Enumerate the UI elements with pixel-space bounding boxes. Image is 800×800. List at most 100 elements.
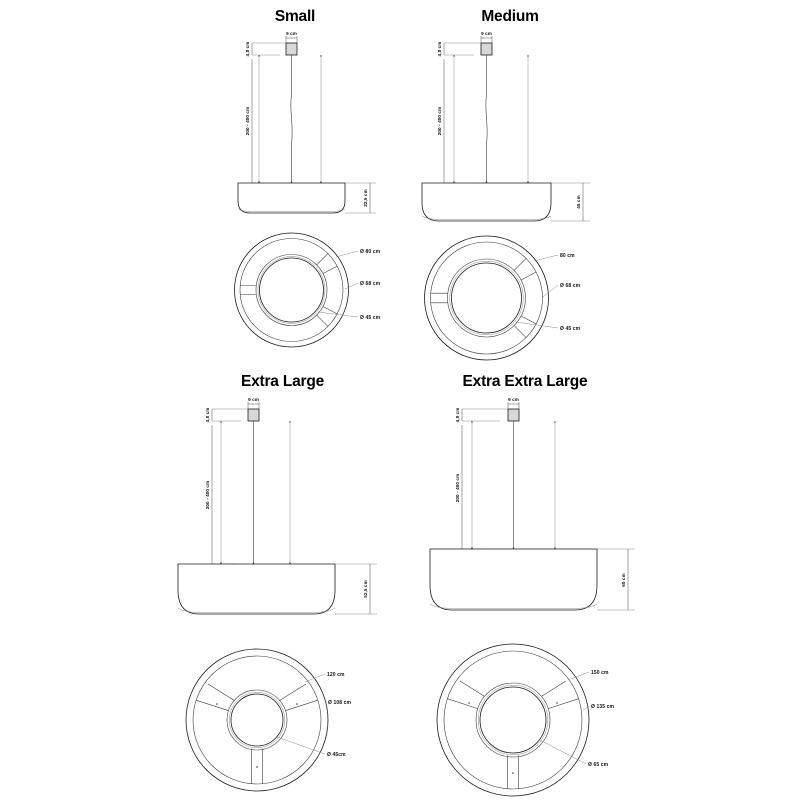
spoke-upper-right: [316, 253, 338, 274]
canopy-height-label: 4,8 cm: [437, 42, 442, 57]
canopy-block: [480, 42, 493, 56]
canopy-height-label: 4,8 cm: [205, 408, 210, 423]
wire-right-end: [289, 562, 291, 564]
wire-left-end: [258, 181, 260, 183]
body-height-label: 22,5 cm: [363, 189, 368, 207]
medium-side-view: 9 cm 4,8 cm 200 - 400 cm 45: [421, 31, 590, 222]
spoke-dot-right: [556, 702, 558, 704]
xxl-callouts: 150 cm Ø 135 cm Ø 65 cm: [539, 670, 614, 768]
body-height-label: 60 cm: [621, 573, 626, 587]
wire-right-anchor: [554, 421, 556, 423]
inner-band-outer: [226, 689, 288, 751]
suspension-label: 200 - 400 cm: [437, 107, 442, 136]
leader-outer: [304, 673, 326, 683]
canopy-width-ext: [247, 402, 260, 409]
medium-drawing: 9 cm 4,8 cm 200 - 400 cm 45: [421, 31, 590, 361]
small-side-view: 9 cm 4,8 cm 200 - 400 cm: [237, 31, 376, 214]
leader-inner: [344, 282, 359, 290]
leader-outer: [335, 250, 359, 258]
spokes: [447, 680, 579, 789]
wire-right-end: [527, 181, 529, 183]
body-height-ext: [551, 182, 590, 222]
callout-inner-label: Ø 68 cm: [360, 281, 381, 287]
cord-end: [252, 562, 255, 564]
outer-ring-inner: [192, 655, 322, 785]
xl-side-view: 9 cm 4,8 cm 200 - 400 cm 52: [177, 397, 377, 615]
small-top-view: Ø 80 cm Ø 68 cm Ø 45 cm: [234, 232, 381, 348]
lamp-body-profile: [421, 182, 552, 222]
center-hole: [451, 262, 522, 334]
outer-ring-inner: [443, 650, 583, 790]
leader-inner: [542, 284, 559, 298]
inner-band-outer: [475, 682, 551, 758]
lamp-body-diffuser-edge: [429, 603, 598, 609]
extra-large-drawing: 9 cm 4,8 cm 200 - 400 cm 52: [177, 397, 377, 792]
spoke-dot-left: [468, 702, 470, 704]
leader-inner: [582, 705, 590, 711]
medium-top-view: 80 cm Ø 68 cm Ø 45 cm: [424, 235, 581, 361]
leader-center: [539, 739, 587, 765]
body-height-label: 45 cm: [576, 195, 581, 209]
wire-left-anchor: [220, 421, 222, 423]
extra-extra-large-drawing: 9 cm 4,8 cm 200 - 400 cm 60: [429, 397, 635, 797]
spoke-bottom: [251, 748, 263, 784]
spoke-bottom: [507, 755, 519, 789]
inner-band-outer: [447, 258, 526, 338]
wire-left-anchor: [471, 421, 473, 423]
body-height-ext: [335, 563, 377, 615]
panel-title-extra-extra-large: Extra Extra Large: [462, 373, 588, 390]
canopy-block: [247, 408, 260, 422]
spokes: [430, 258, 537, 338]
canopy-height-ext: [252, 42, 286, 56]
callout-center-label: Ø 45cm: [327, 752, 346, 758]
inner-band-mid: [228, 691, 286, 749]
wire-left-anchor: [258, 55, 260, 57]
canopy-height-ext: [212, 408, 248, 422]
canopy-height-label: 4,8 cm: [455, 408, 460, 423]
lamp-body-diffuser-edge: [237, 208, 346, 212]
xl-top-view: 120 cm Ø 108 cm Ø 45cm: [185, 648, 351, 792]
spoke-upper-right: [279, 683, 318, 711]
panel-title-medium: Medium: [481, 8, 539, 25]
canopy-height-ext: [444, 42, 481, 56]
spokes: [240, 253, 338, 327]
canopy-height-label: 4,8 cm: [245, 42, 250, 57]
wire-right-end: [320, 181, 322, 183]
spokes: [196, 683, 318, 784]
wire-right-anchor: [289, 421, 291, 423]
callout-inner-label: Ø 135 cm: [591, 704, 614, 710]
callout-outer-label: 120 cm: [327, 672, 345, 678]
canopy-width-label: 9 cm: [508, 397, 519, 402]
panel-extra-large: Extra Large 9 cm 4,8 cm 200 - 400 cm: [165, 365, 400, 800]
wire-right-anchor: [320, 55, 322, 57]
center-hole: [230, 693, 284, 747]
suspension-label: 200 - 400 cm: [455, 474, 460, 503]
callout-outer-label: 150 cm: [591, 670, 609, 676]
canopy-width-ext: [480, 36, 493, 43]
panel-title-extra-large: Extra Large: [240, 373, 325, 390]
wire-left-end: [220, 562, 222, 564]
canopy-width-ext: [285, 36, 298, 43]
spoke-upper-left: [447, 680, 485, 709]
lamp-body-profile: [429, 548, 598, 611]
spoke-upper-right: [541, 680, 579, 709]
lamp-body-profile: [177, 563, 336, 615]
body-height-ext: [345, 182, 376, 214]
xxl-top-view: 150 cm Ø 135 cm Ø 65 cm: [436, 643, 614, 797]
power-cord: [485, 55, 488, 183]
suspension-label: 200 - 400 cm: [245, 107, 250, 136]
center-hole: [479, 686, 547, 754]
spoke-left: [430, 292, 448, 304]
spoke-lower-right: [316, 306, 338, 327]
xl-callouts: 120 cm Ø 108 cm Ø 45cm: [276, 672, 351, 758]
spoke-dot-bottom: [256, 766, 258, 768]
inner-band-mid: [257, 256, 326, 324]
leader-center: [515, 321, 559, 329]
center-hole: [259, 257, 324, 323]
canopy-width-label: 9 cm: [248, 397, 259, 402]
cord-end: [290, 181, 293, 183]
spoke-dot-right: [296, 703, 298, 705]
panel-extra-extra-large: Extra Extra Large 9 cm 4,8 cm 200 - 400 …: [400, 365, 650, 800]
leader-outer: [567, 671, 590, 681]
